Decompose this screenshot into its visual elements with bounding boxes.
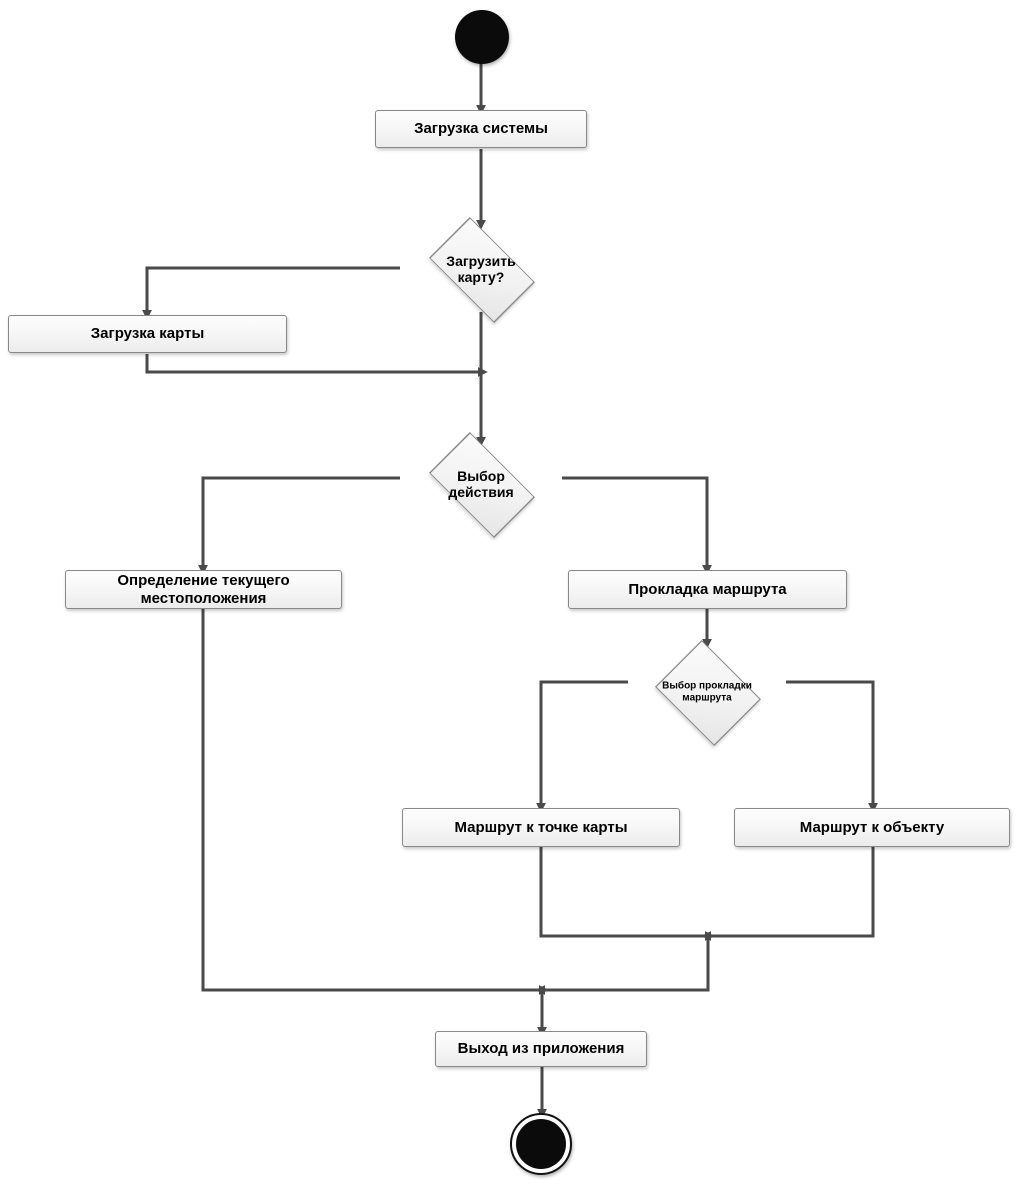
activity-route-to-object[interactable]: Маршрут к объекту bbox=[734, 808, 1010, 847]
activity-load-map[interactable]: Загрузка карты bbox=[8, 315, 287, 353]
edge-route-choice-to-route-to-object bbox=[786, 680, 878, 813]
end-node-inner bbox=[516, 1119, 566, 1169]
activity-route-plotting-label: Прокладка маршрута bbox=[628, 580, 787, 598]
decision-route-choice[interactable]: Выбор прокладки маршрута bbox=[628, 640, 786, 746]
edge-current-location-to-merge3 bbox=[201, 609, 549, 995]
decision-load-map[interactable]: Загрузить карту? bbox=[400, 217, 562, 323]
edge-merge2-to-merge3 bbox=[535, 936, 710, 995]
activity-exit-app-label: Выход из приложения bbox=[457, 1040, 625, 1058]
edge-route-to-point-to-merge2 bbox=[539, 847, 715, 941]
decision-action-choice[interactable]: Выбор действия bbox=[400, 432, 562, 538]
edge-route-to-object-to-merge2 bbox=[701, 847, 875, 941]
activity-current-location-label: Определение текущего местоположения bbox=[117, 572, 290, 607]
end-node bbox=[510, 1113, 572, 1175]
activity-route-to-point-label: Маршрут к точке карты bbox=[454, 818, 628, 836]
edge-action-choice-to-current-location bbox=[198, 476, 400, 575]
activity-route-plotting[interactable]: Прокладка маршрута bbox=[568, 570, 847, 609]
edge-action-choice-to-route-plotting bbox=[562, 476, 712, 575]
decision-action-choice-shape bbox=[429, 432, 535, 538]
activity-route-to-object-label: Маршрут к объекту bbox=[799, 818, 945, 836]
start-node bbox=[455, 10, 509, 64]
activity-load-system[interactable]: Загрузка системы bbox=[375, 110, 587, 148]
edge-route-choice-to-route-to-point bbox=[536, 680, 628, 813]
edge-load-map-to-merge bbox=[145, 354, 488, 377]
activity-exit-app[interactable]: Выход из приложения bbox=[435, 1031, 647, 1067]
decision-route-choice-shape bbox=[655, 640, 761, 746]
decision-load-map-shape bbox=[429, 217, 535, 323]
activity-load-system-label: Загрузка системы bbox=[414, 120, 548, 138]
activity-route-to-point[interactable]: Маршрут к точке карты bbox=[402, 808, 680, 847]
edge-decision-to-load-map bbox=[142, 266, 400, 320]
activity-current-location[interactable]: Определение текущего местоположения bbox=[65, 570, 342, 609]
activity-load-map-label: Загрузка карты bbox=[90, 325, 205, 343]
